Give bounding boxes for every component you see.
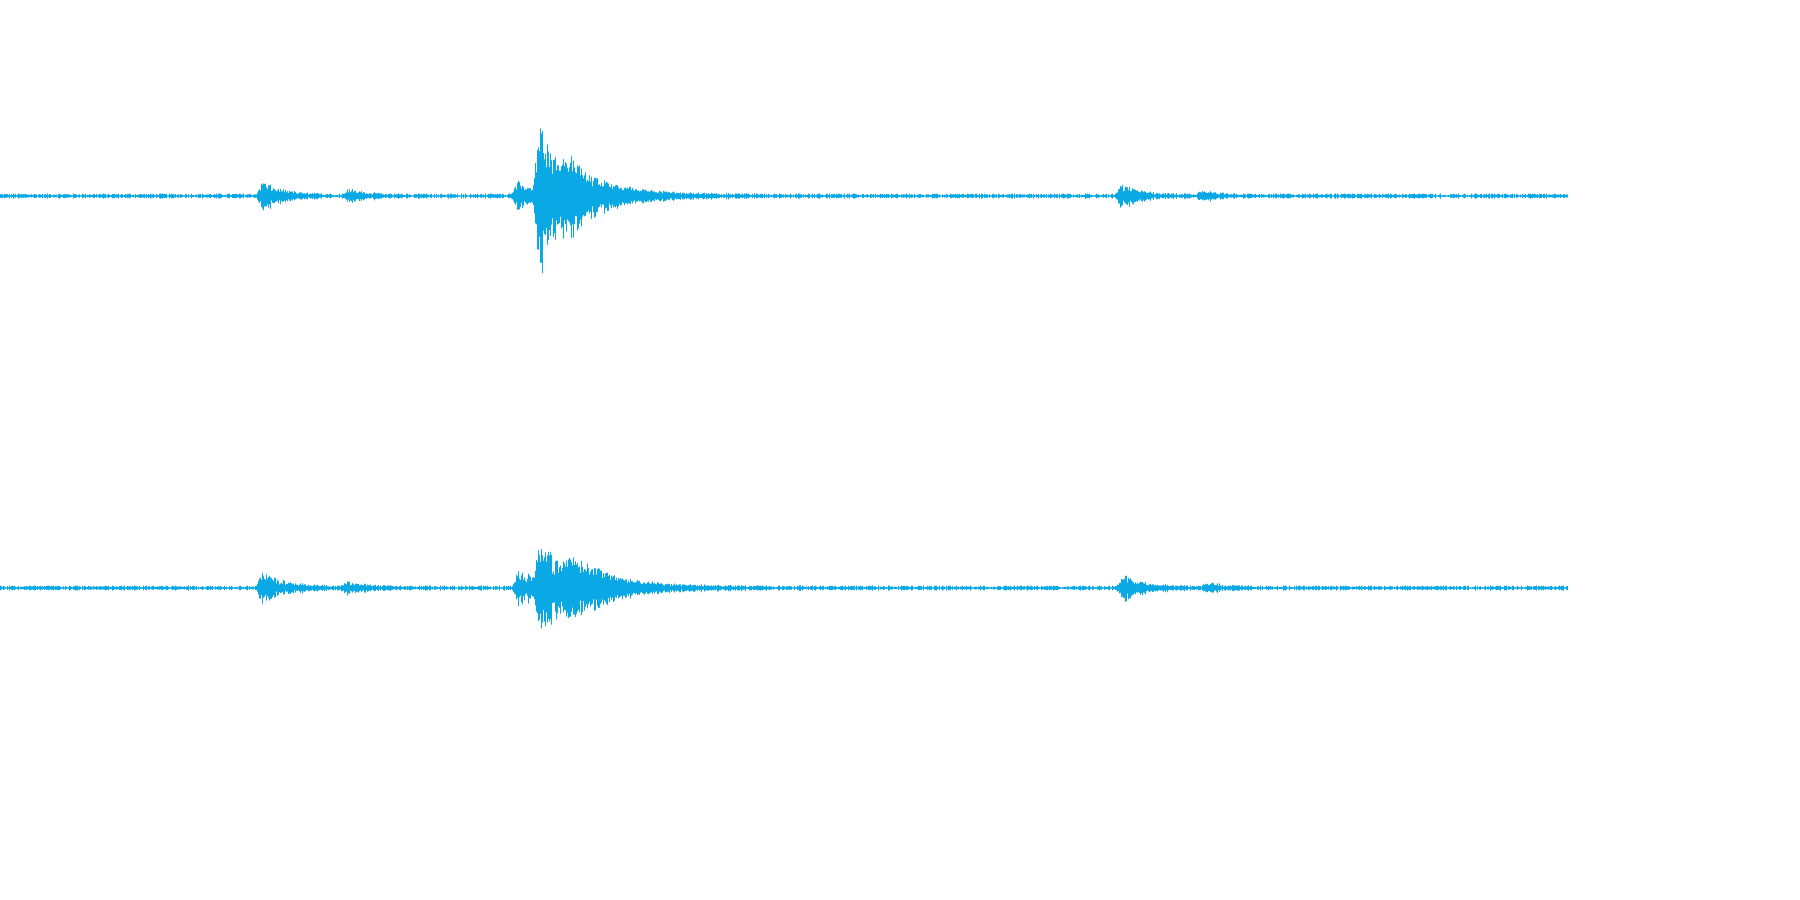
waveform-trace-right [0,549,1568,629]
waveform-channel-right [0,549,1568,629]
waveform-channel-left [0,128,1568,274]
waveform-trace-left [0,128,1568,274]
